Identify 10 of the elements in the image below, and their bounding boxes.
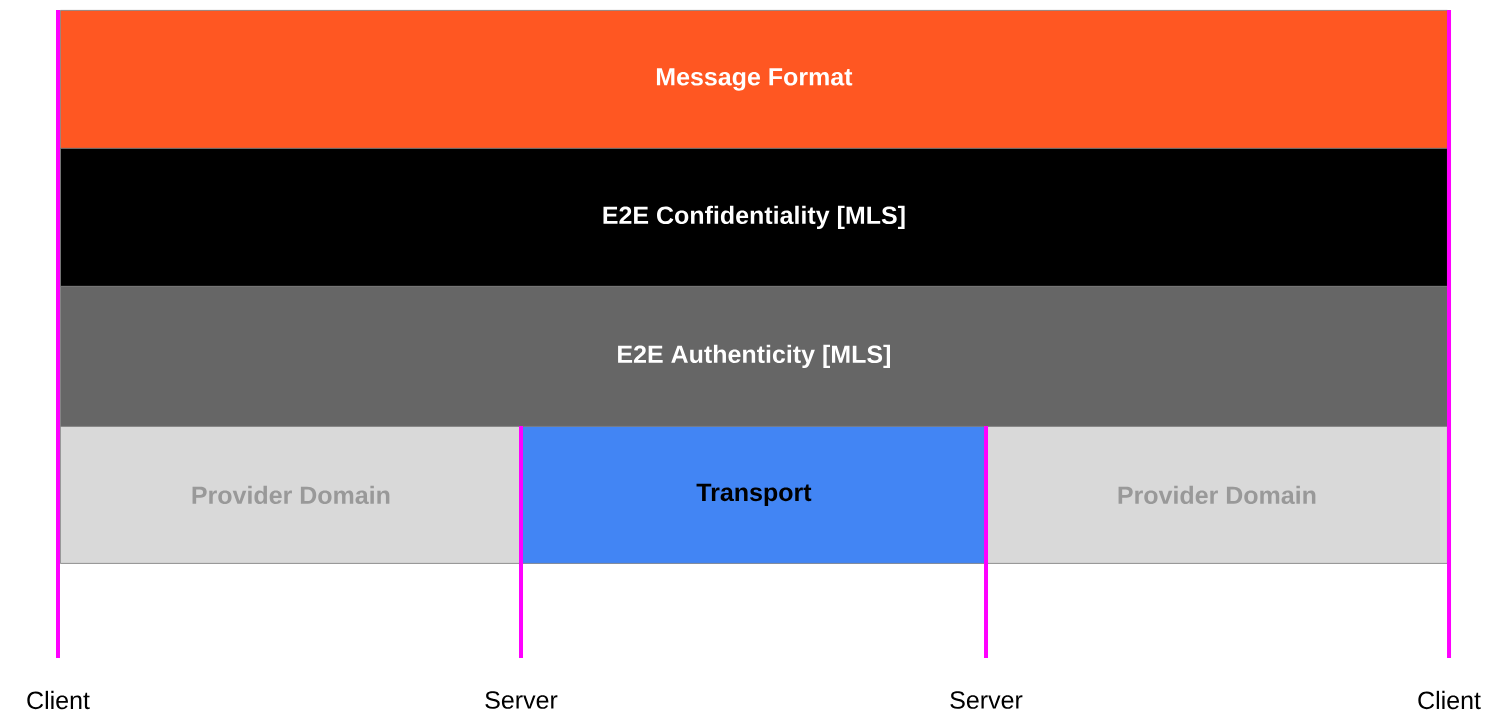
endpoint-label: Client <box>1418 690 1481 710</box>
layer-band: Transport <box>521 426 987 564</box>
layer-band: Provider Domain <box>986 426 1448 564</box>
layer-band: Message Format <box>60 10 1448 149</box>
layer-band: E2E Authenticity [MLS] <box>60 286 1448 427</box>
endpoint-label: Server <box>485 691 558 709</box>
layer-band: Provider Domain <box>60 426 522 564</box>
endpoint-label: Client <box>27 690 90 710</box>
layer-band: E2E Confidentiality [MLS] <box>60 148 1448 287</box>
endpoint-label: Server <box>950 691 1023 709</box>
